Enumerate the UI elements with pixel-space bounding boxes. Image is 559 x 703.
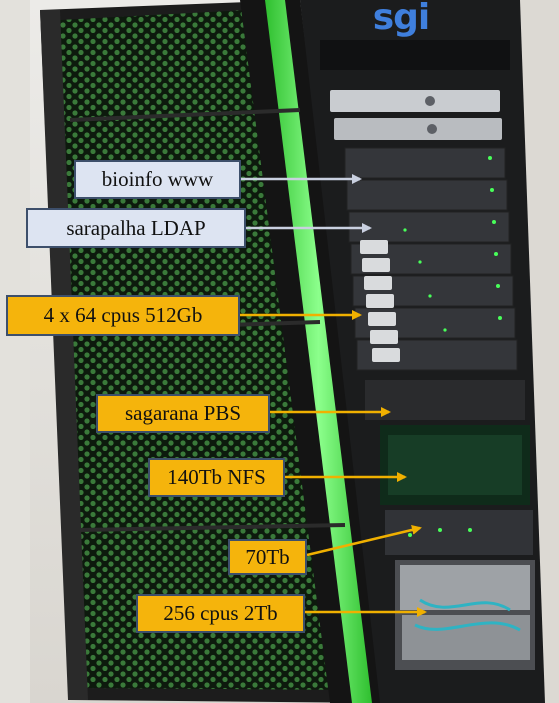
- label-256-cpus: 256 cpus 2Tb: [136, 594, 305, 633]
- wall-left: [0, 0, 30, 703]
- callout-arrows: [240, 174, 427, 617]
- server-unit: [334, 118, 502, 140]
- label-sarapalha-ldap: sarapalha LDAP: [26, 208, 246, 248]
- door-light-strip: [265, 0, 372, 703]
- label-140tb-nfs: 140Tb NFS: [148, 458, 285, 497]
- sgi-logo: sgi: [372, 0, 431, 38]
- label-sagarana-pbs: sagarana PBS: [96, 394, 270, 433]
- label-70tb: 70Tb: [228, 539, 307, 575]
- label-4x64-cpus: 4 x 64 cpus 512Gb: [6, 295, 240, 336]
- server-unit: [330, 90, 500, 112]
- label-bioinfo-www: bioinfo www: [74, 160, 241, 199]
- arrow-70tb: [306, 524, 422, 557]
